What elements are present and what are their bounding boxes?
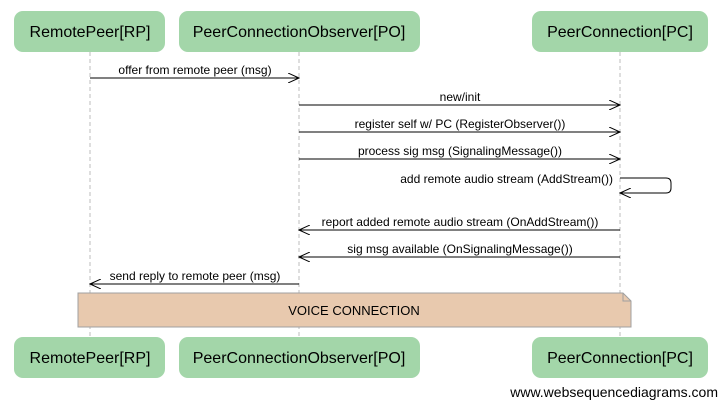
participant-rp-top: RemotePeer[RP] [14, 11, 165, 52]
message-label: register self w/ PC (RegisterObserver()) [355, 117, 566, 131]
participant-box [532, 337, 708, 378]
message-on-add-stream: report added remote audio stream (OnAddS… [299, 215, 620, 230]
message-label: offer from remote peer (msg) [118, 63, 271, 77]
message-offer: offer from remote peer (msg) [90, 63, 299, 78]
message-label: report added remote audio stream (OnAddS… [322, 215, 599, 229]
participant-box [179, 337, 420, 378]
message-send-reply: send reply to remote peer (msg) [90, 269, 299, 284]
participant-rp-bottom: RemotePeer[RP] [14, 337, 165, 378]
participant-label: PeerConnectionObserver[PO] [193, 350, 406, 367]
note-label: VOICE CONNECTION [288, 303, 419, 318]
note-voice-connection: VOICE CONNECTION [77, 292, 632, 328]
participant-box [14, 337, 165, 378]
participant-label: PeerConnectionObserver[PO] [193, 24, 406, 41]
participant-label: PeerConnection[PC] [547, 24, 693, 41]
message-new-init: new/init [299, 90, 620, 105]
message-label: sig msg available (OnSignalingMessage()) [347, 242, 572, 256]
participant-po-top: PeerConnectionObserver[PO] [179, 11, 420, 52]
message-register-observer: register self w/ PC (RegisterObserver()) [299, 117, 620, 132]
participant-pc-bottom: PeerConnection[PC] [532, 337, 708, 378]
participant-label: PeerConnection[PC] [547, 350, 693, 367]
message-add-stream: add remote audio stream (AddStream()) [400, 172, 672, 193]
message-on-signaling: sig msg available (OnSignalingMessage()) [299, 242, 620, 257]
message-label: process sig msg (SignalingMessage()) [358, 144, 562, 158]
footer-link[interactable]: www.websequencediagrams.com [509, 384, 718, 400]
note-fold [622, 293, 631, 302]
message-signaling: process sig msg (SignalingMessage()) [299, 144, 620, 159]
participant-box [532, 11, 708, 52]
participant-box [14, 11, 165, 52]
note-box [77, 292, 632, 328]
message-label: new/init [440, 90, 481, 104]
message-label: add remote audio stream (AddStream()) [400, 172, 613, 186]
participant-box [179, 11, 420, 52]
participant-label: RemotePeer[RP] [30, 350, 151, 367]
participant-pc-top: PeerConnection[PC] [532, 11, 708, 52]
message-label: send reply to remote peer (msg) [110, 269, 281, 283]
message-arrow [620, 177, 672, 193]
participant-label: RemotePeer[RP] [30, 24, 151, 41]
participant-po-bottom: PeerConnectionObserver[PO] [179, 337, 420, 378]
